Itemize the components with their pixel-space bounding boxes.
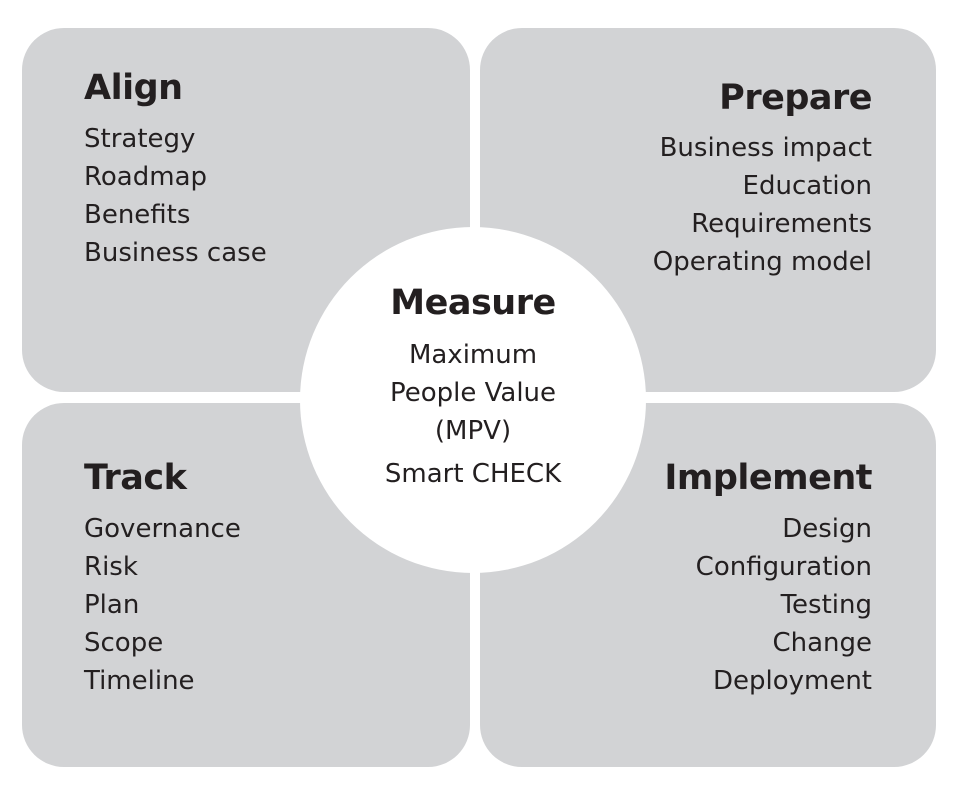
center-line: (MPV) (434, 416, 512, 446)
quadrant-item: Operating model (652, 247, 872, 277)
quadrant-title: Prepare (719, 78, 872, 118)
quadrant-item: Governance (84, 514, 241, 544)
quadrant-item: Scope (84, 628, 164, 658)
quadrant-align: Align Strategy Roadmap Benefits Business… (22, 28, 470, 392)
quadrant-item-list: Strategy Roadmap Benefits Business case (84, 120, 267, 272)
quadrant-item: Business case (84, 238, 267, 268)
quadrant-item: Benefits (84, 200, 191, 230)
quadrant-item: Change (772, 628, 872, 658)
quadrant-item: Education (742, 171, 872, 201)
quadrant-item: Deployment (712, 666, 872, 696)
quadrant-item: Risk (84, 552, 138, 582)
quadrant-item: Testing (780, 590, 872, 620)
quadrant-title: Align (84, 68, 183, 108)
quadrant-item: Roadmap (84, 162, 208, 192)
quadrant-item: Requirements (691, 209, 872, 239)
quadrant-item: Strategy (84, 124, 196, 154)
quadrant-item: Plan (84, 590, 140, 620)
quadrant-title: Implement (664, 458, 872, 498)
quadrant-title: Track (84, 458, 187, 498)
quadrant-item-list: Governance Risk Plan Scope Timeline (84, 510, 241, 700)
center-line: Maximum (408, 340, 538, 370)
center-text-lines: Maximum People Value (MPV) (300, 336, 646, 450)
center-title: Measure (390, 283, 556, 323)
center-circle: Measure Maximum People Value (MPV) Smart… (300, 227, 646, 573)
quadrant-item: Timeline (84, 666, 195, 696)
quadrant-item-list: Design Configuration Testing Change Depl… (696, 510, 872, 700)
center-subtitle: Smart CHECK (384, 459, 562, 489)
quadrant-item: Business impact (659, 133, 872, 163)
quadrant-item-list: Business impact Education Requirements O… (653, 129, 872, 281)
quadrant-item: Design (782, 514, 872, 544)
center-line: People Value (389, 378, 557, 408)
quadrant-item: Configuration (695, 552, 872, 582)
